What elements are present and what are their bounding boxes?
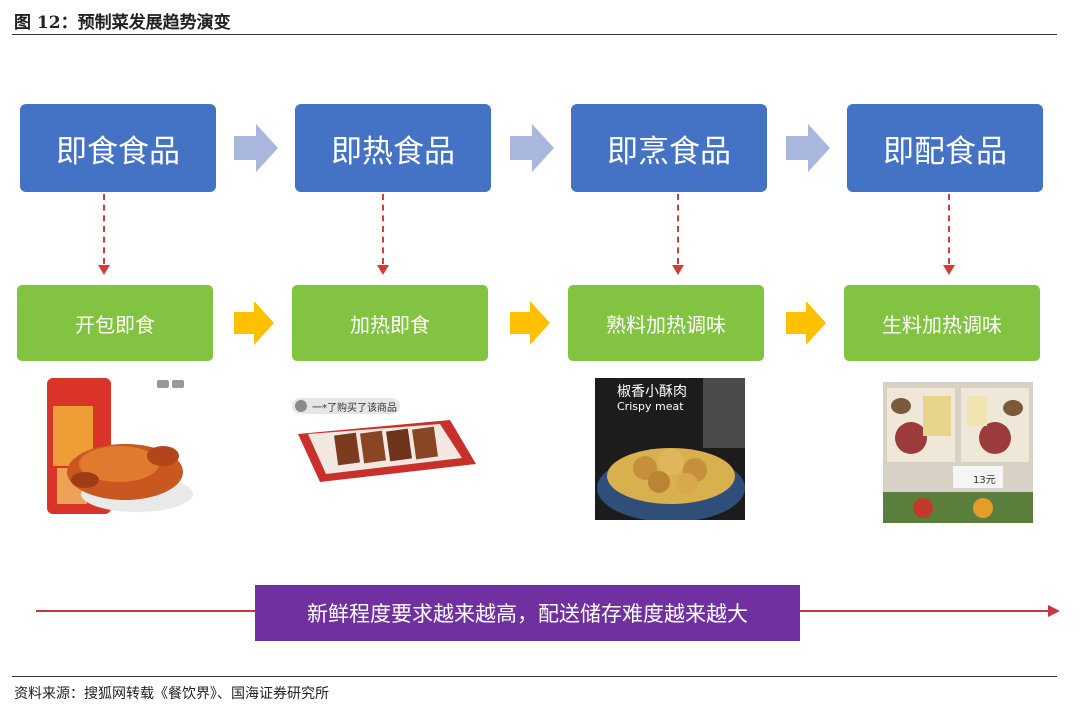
- photo-raw-ingredients: 13元: [883, 382, 1033, 523]
- top-rule: [12, 34, 1057, 35]
- purchase-badge: 一*了购买了该商品: [312, 403, 397, 414]
- photo-crispy-meat: 椒香小酥肉 Crispy meat: [595, 378, 745, 524]
- connector-arrowhead-4: [943, 265, 955, 275]
- connector-arrowhead-3: [672, 265, 684, 275]
- connector-line-4: [948, 194, 950, 264]
- method-box-raw-heat-season: 生料加热调味: [844, 285, 1040, 361]
- method-box-cooked-heat-season: 熟料加热调味: [568, 285, 764, 361]
- trend-timeline-arrowhead: [1048, 605, 1060, 617]
- trend-banner: 新鲜程度要求越来越高，配送储存难度越来越大: [255, 585, 800, 641]
- connector-line-3: [677, 194, 679, 264]
- connector-arrowhead-2: [377, 265, 389, 275]
- connector-line-1: [103, 194, 105, 264]
- stage-arrow-1: [234, 124, 278, 172]
- figure-title: 图 12：预制菜发展趋势演变: [14, 13, 231, 33]
- stage-box-ready-to-prep: 即配食品: [847, 104, 1043, 192]
- crispy-meat-cn-label: 椒香小酥肉: [617, 384, 687, 400]
- source-note: 资料来源：搜狐网转载《餐饮界》、国海证券研究所: [14, 686, 329, 702]
- method-arrow-3: [786, 301, 826, 345]
- method-arrow-1: [234, 301, 274, 345]
- crispy-meat-en-label: Crispy meat: [617, 400, 684, 413]
- stage-box-ready-to-cook: 即烹食品: [571, 104, 767, 192]
- price-tag: 13元: [973, 475, 996, 486]
- method-box-open-and-eat: 开包即食: [17, 285, 213, 361]
- stage-box-ready-to-heat: 即热食品: [295, 104, 491, 192]
- connector-arrowhead-1: [98, 265, 110, 275]
- method-box-heat-and-eat: 加热即食: [292, 285, 488, 361]
- bottom-rule: [12, 676, 1057, 677]
- photo-roast-duck: [45, 376, 195, 518]
- stage-arrow-2: [510, 124, 554, 172]
- stage-box-ready-to-eat: 即食食品: [20, 104, 216, 192]
- photo-packaged-meat: 一*了购买了该商品: [290, 394, 482, 486]
- connector-line-2: [382, 194, 384, 264]
- method-arrow-2: [510, 301, 550, 345]
- stage-arrow-3: [786, 124, 830, 172]
